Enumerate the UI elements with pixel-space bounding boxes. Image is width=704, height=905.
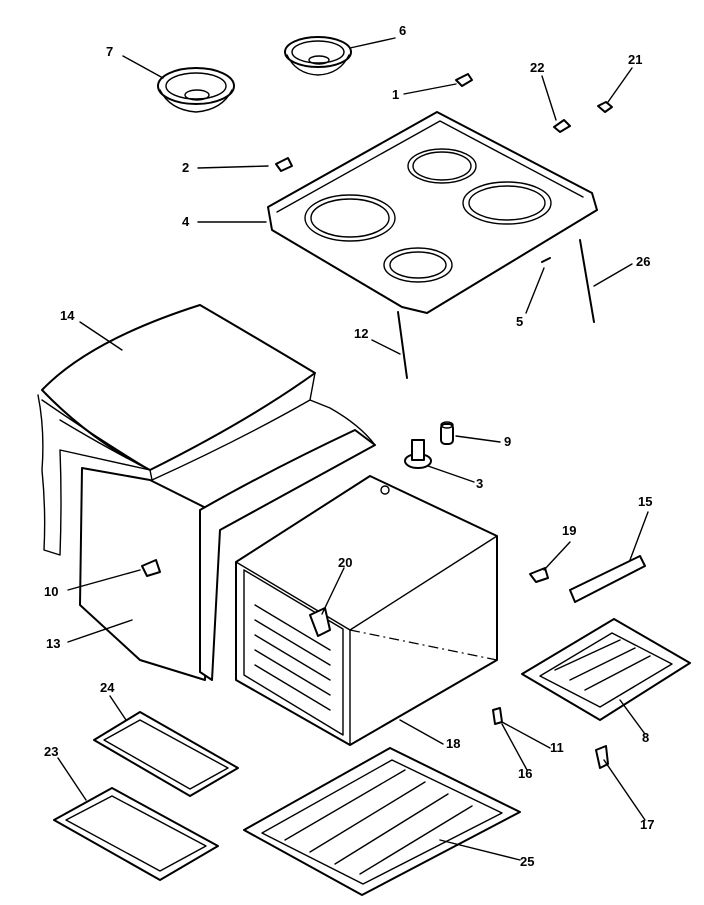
part-15-rail: [569, 555, 646, 603]
label-part-24: 24: [100, 680, 115, 695]
label-part-8: 8: [642, 730, 649, 745]
part-9-fitting: [440, 421, 454, 445]
part-12-rod: [397, 311, 408, 379]
label-part-21: 21: [628, 52, 642, 67]
label-part-6: 6: [399, 23, 406, 38]
label-part-2: 2: [182, 160, 189, 175]
label-part-7: 7: [106, 44, 113, 59]
label-part-5: 5: [516, 314, 523, 329]
leader-lines: [57, 37, 649, 861]
label-part-18: 18: [446, 736, 460, 751]
label-part-20: 20: [338, 555, 352, 570]
part-16-clip: [492, 707, 503, 725]
part-8-broil-element: [521, 618, 691, 721]
part-4-cooktop: [267, 111, 598, 314]
part-23-broiler-pan: [53, 787, 219, 881]
label-part-11: 11: [550, 740, 564, 755]
part-14-insulation-top: [37, 304, 316, 556]
part-17-clip: [595, 745, 609, 769]
label-part-13: 13: [46, 636, 60, 651]
label-part-14: 14: [60, 308, 75, 323]
label-part-9: 9: [504, 434, 511, 449]
part-22-clip: [553, 119, 571, 133]
label-part-4: 4: [182, 214, 190, 229]
label-part-25: 25: [520, 854, 534, 869]
label-part-15: 15: [638, 494, 652, 509]
label-part-16: 16: [518, 766, 532, 781]
part-21-nut: [597, 101, 613, 113]
label-part-17: 17: [640, 817, 654, 832]
part-2-clip: [275, 157, 293, 172]
part-25-oven-rack: [243, 747, 521, 896]
part-18-oven-liner: [235, 475, 498, 746]
part-6-drip-bowl: [284, 36, 352, 76]
label-part-22: 22: [530, 60, 544, 75]
label-part-12: 12: [354, 326, 368, 341]
part-7-drip-bowl: [157, 67, 235, 113]
part-5-clip: [541, 257, 551, 263]
part-10-bracket: [141, 559, 161, 577]
label-part-23: 23: [44, 744, 58, 759]
label-part-10: 10: [44, 584, 58, 599]
part-1-clip: [455, 73, 473, 87]
part-26-rod: [579, 239, 595, 323]
label-part-26: 26: [636, 254, 650, 269]
label-part-1: 1: [392, 87, 399, 102]
label-part-19: 19: [562, 523, 576, 538]
part-3-fitting: [404, 439, 432, 469]
label-part-3: 3: [476, 476, 483, 491]
part-19-clip: [529, 567, 549, 583]
part-24-broiler-grid: [93, 711, 239, 797]
